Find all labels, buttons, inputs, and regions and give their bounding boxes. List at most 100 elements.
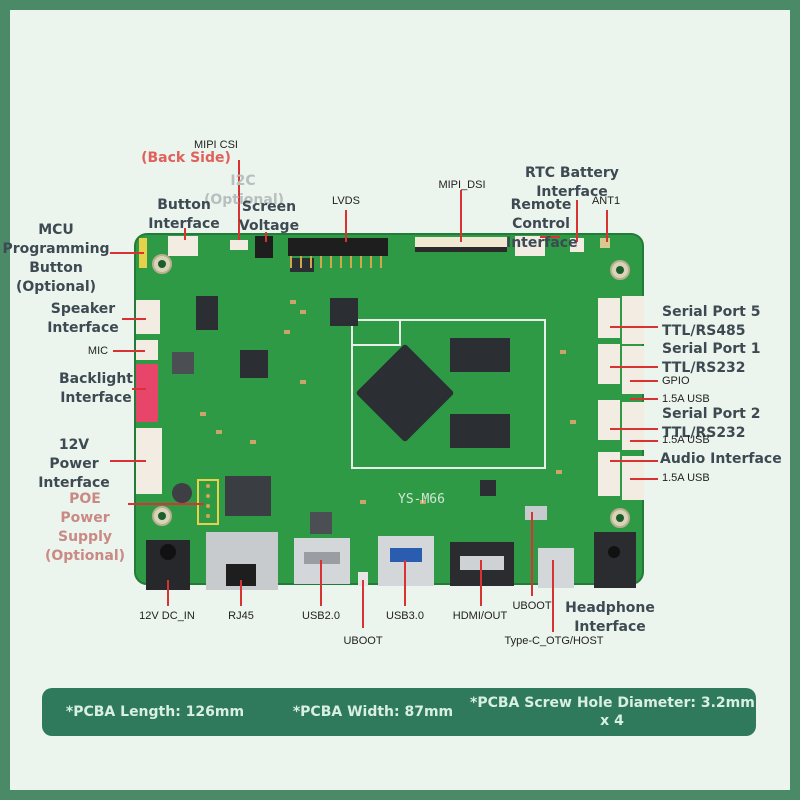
uboot-button-bottom	[358, 572, 368, 586]
label-hdmi-out: HDMI/OUT	[452, 610, 508, 622]
label-backlight-interface: Backlight Interface	[58, 371, 133, 406]
spec-screw-hole: *PCBA Screw Hole Diameter: 3.2mm x 4	[470, 695, 755, 729]
callout-line-audio	[610, 460, 658, 462]
label-lvds: LVDS	[332, 195, 360, 207]
label-typec: Type-C_OTG/HOST	[504, 635, 604, 647]
callout-line-button	[184, 228, 186, 240]
callout-line-rtc	[576, 200, 578, 242]
button-connector	[168, 236, 198, 256]
callout-line-uboot-bottom	[362, 580, 364, 628]
label-poe-power: POE Power Supply (Optional)	[44, 491, 126, 564]
label-mipi-csi: MIPI CSI	[193, 139, 238, 151]
ic	[196, 296, 218, 330]
callout-line-lvds	[345, 210, 347, 242]
label-mipi-dsi: MIPI_DSI	[438, 179, 486, 191]
audio-connector	[598, 452, 620, 496]
spec-width: *PCBA Width: 87mm	[292, 704, 454, 720]
callout-line-poe	[128, 503, 204, 505]
label-serial-port-2: Serial Port 2 TTL/RS232	[662, 406, 761, 441]
backlight-connector	[136, 364, 158, 422]
callout-line-power12	[110, 460, 146, 462]
label-usb15-a: 1.5A USB	[662, 393, 710, 405]
label-button-interface: Button Interface	[148, 197, 220, 232]
callout-line-remote	[540, 236, 560, 238]
label-audio-interface: Audio Interface	[660, 451, 782, 467]
label-usb20: USB2.0	[302, 610, 340, 622]
remote-connector	[515, 236, 545, 256]
callout-line-usb15-a	[630, 398, 658, 400]
label-screen-voltage: Screen Voltage	[238, 199, 300, 234]
label-12v-power: 12V Power Interface	[38, 437, 110, 491]
label-remote-control: Remote Control Interface	[506, 197, 578, 251]
callout-line-speaker	[122, 318, 146, 320]
ic	[240, 350, 268, 378]
callout-line-serial1	[610, 366, 658, 368]
mounting-holes	[152, 254, 630, 528]
callout-line-hdmi	[480, 560, 482, 606]
screen-voltage-jumper	[255, 236, 273, 258]
callout-line-backlight	[132, 388, 146, 390]
label-i2c-optional: (Optional)	[203, 192, 285, 208]
lvds-header	[288, 238, 388, 256]
label-headphone-interface: Headphone Interface	[565, 600, 655, 635]
callout-line-mipi-csi	[238, 160, 240, 240]
memory-chip-2	[450, 414, 510, 448]
typec-port	[538, 548, 574, 588]
board-model: YS-M66	[398, 492, 445, 507]
label-gpio: GPIO	[662, 375, 690, 387]
label-uboot-bottom: UBOOT	[343, 635, 383, 647]
serial1-connector	[598, 344, 620, 384]
label-uboot-top: UBOOT	[512, 600, 552, 612]
callout-line-typec	[552, 560, 554, 632]
label-serial-port-1: Serial Port 1 TTL/RS232	[662, 341, 761, 376]
label-usb30: USB3.0	[386, 610, 424, 622]
ic	[330, 298, 358, 326]
core-module-outline	[351, 319, 546, 469]
ic	[225, 476, 271, 516]
callout-line-ant1	[606, 210, 608, 242]
label-mic: MIC	[87, 345, 109, 357]
rtc-connector	[570, 238, 584, 252]
speaker-connector	[136, 300, 160, 334]
spec-bar: *PCBA Length: 126mm *PCBA Width: 87mm *P…	[42, 688, 756, 736]
poe-header	[197, 479, 219, 525]
capacitor	[172, 483, 192, 503]
callout-line-dc-in	[167, 580, 169, 606]
callout-line-mic	[113, 350, 145, 352]
label-speaker-interface: Speaker Interface	[47, 301, 119, 336]
label-usb15-c: 1.5A USB	[662, 472, 710, 484]
label-i2c: I2C	[230, 173, 256, 189]
headphone-jack	[594, 532, 636, 588]
mipi-csi-connector	[230, 240, 248, 250]
label-rj45: RJ45	[228, 610, 254, 622]
spec-length: *PCBA Length: 126mm	[65, 704, 245, 720]
ic	[480, 480, 496, 496]
callout-line-mipi-dsi	[460, 190, 462, 242]
label-ant1: ANT1	[591, 195, 621, 207]
label-mcu-programming: MCU Programming Button (Optional)	[2, 222, 110, 295]
callout-line-usb15-c	[630, 478, 658, 480]
label-rtc-battery: RTC Battery Interface	[525, 165, 619, 200]
callout-line-rj45	[240, 580, 242, 606]
soc-chip	[356, 344, 454, 442]
callout-line-uboot-top	[531, 512, 533, 596]
inductor	[310, 512, 332, 534]
callout-line-usb30	[404, 560, 406, 606]
serial2-connector	[598, 400, 620, 440]
serial5-connector	[598, 298, 620, 338]
label-serial-port-5: Serial Port 5 TTL/RS485	[662, 304, 761, 339]
ant1-connector	[600, 238, 610, 248]
callout-line-serial5	[610, 326, 658, 328]
memory-chip-1	[450, 338, 510, 372]
callout-line-gpio	[630, 380, 658, 382]
label-dc-in: 12V DC_IN	[139, 610, 195, 622]
uboot-button-top	[525, 506, 547, 520]
label-usb15-b: 1.5A USB	[662, 434, 710, 446]
callout-line-mcu	[110, 252, 144, 254]
inductor	[172, 352, 194, 374]
callout-line-serial2	[610, 428, 658, 430]
mic-connector	[136, 340, 158, 360]
callout-line-usb20	[320, 560, 322, 606]
